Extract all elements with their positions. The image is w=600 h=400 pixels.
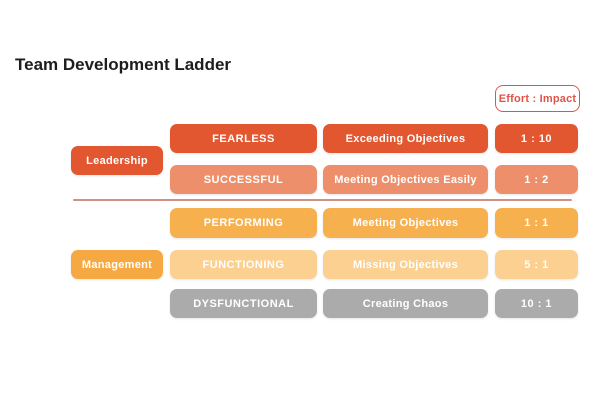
group-label-management: Management bbox=[71, 250, 163, 279]
level-box-fearless: FEARLESS bbox=[170, 124, 317, 153]
outcome-box: Meeting Objectives Easily bbox=[323, 165, 488, 194]
outcome-box: Creating Chaos bbox=[323, 289, 488, 318]
ratio-box: 5 : 1 bbox=[495, 250, 578, 279]
level-box-successful: SUCCESSFUL bbox=[170, 165, 317, 194]
level-box-performing: PERFORMING bbox=[170, 208, 317, 238]
ratio-box: 1 : 1 bbox=[495, 208, 578, 238]
ratio-box: 1 : 2 bbox=[495, 165, 578, 194]
level-box-functioning: FUNCTIONING bbox=[170, 250, 317, 279]
ratio-box: 1 : 10 bbox=[495, 124, 578, 153]
page-title: Team Development Ladder bbox=[15, 55, 232, 74]
level-box-dysfunctional: DYSFUNCTIONAL bbox=[170, 289, 317, 318]
ratio-box: 10 : 1 bbox=[495, 289, 578, 318]
outcome-box: Missing Objectives bbox=[323, 250, 488, 279]
outcome-box: Meeting Objectives bbox=[323, 208, 488, 238]
group-label-leadership: Leadership bbox=[71, 146, 163, 175]
section-divider bbox=[73, 199, 572, 201]
effort-impact-badge: Effort : Impact bbox=[495, 85, 580, 112]
outcome-box: Exceeding Objectives bbox=[323, 124, 488, 153]
